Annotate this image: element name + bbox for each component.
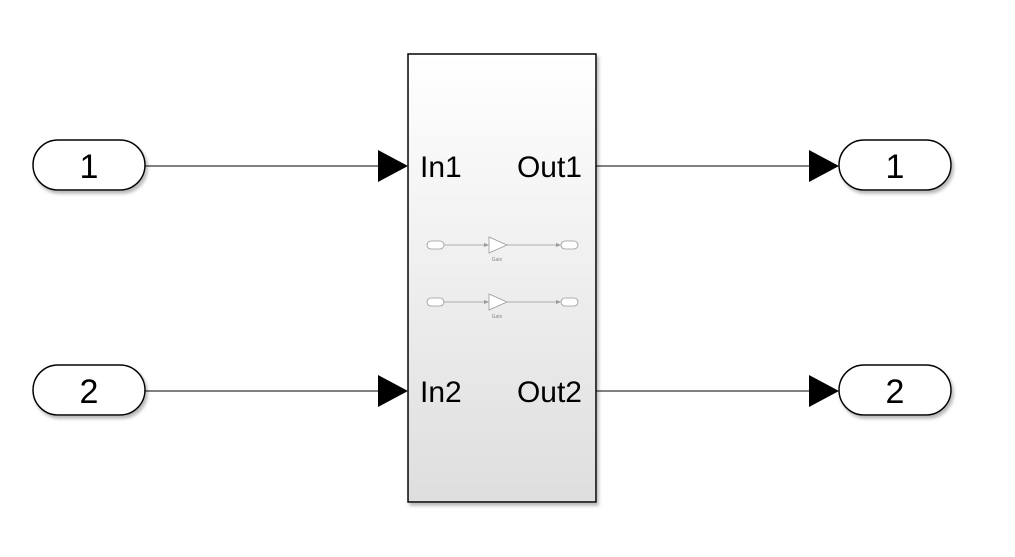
arrowhead-icon xyxy=(378,375,408,407)
arrowhead-icon xyxy=(809,150,839,182)
thumbnail-gain-label-2: Gain xyxy=(492,314,503,320)
arrowhead-icon xyxy=(809,375,839,407)
subsystem-in2-label: In2 xyxy=(420,376,462,409)
inport-1-label: 1 xyxy=(80,148,99,186)
subsystem-out1-label: Out1 xyxy=(517,151,582,184)
outport-1-label: 1 xyxy=(886,148,905,186)
outport-1-block[interactable]: 1 xyxy=(838,139,952,191)
signal-line-in2[interactable] xyxy=(145,375,408,407)
gain-icon xyxy=(488,293,508,311)
subsystem-block[interactable]: In1 In2 Out1 Out2 Gain Gain xyxy=(407,53,597,503)
signal-line-in1[interactable] xyxy=(145,150,408,182)
gain-icon xyxy=(488,236,508,254)
inport-2-block[interactable]: 2 xyxy=(32,364,146,416)
inport-2-label: 2 xyxy=(80,373,99,411)
subsystem-thumbnail-row-2 xyxy=(426,293,579,311)
inport-1-block[interactable]: 1 xyxy=(32,139,146,191)
arrowhead-icon xyxy=(378,150,408,182)
thumbnail-gain-label-1: Gain xyxy=(492,257,503,263)
subsystem-thumbnail-row-1 xyxy=(426,236,579,254)
signal-line-out1[interactable] xyxy=(596,150,839,182)
signal-line-out2[interactable] xyxy=(596,375,839,407)
outport-2-label: 2 xyxy=(886,373,905,411)
subsystem-out2-label: Out2 xyxy=(517,376,582,409)
outport-2-block[interactable]: 2 xyxy=(838,364,952,416)
subsystem-in1-label: In1 xyxy=(420,151,462,184)
